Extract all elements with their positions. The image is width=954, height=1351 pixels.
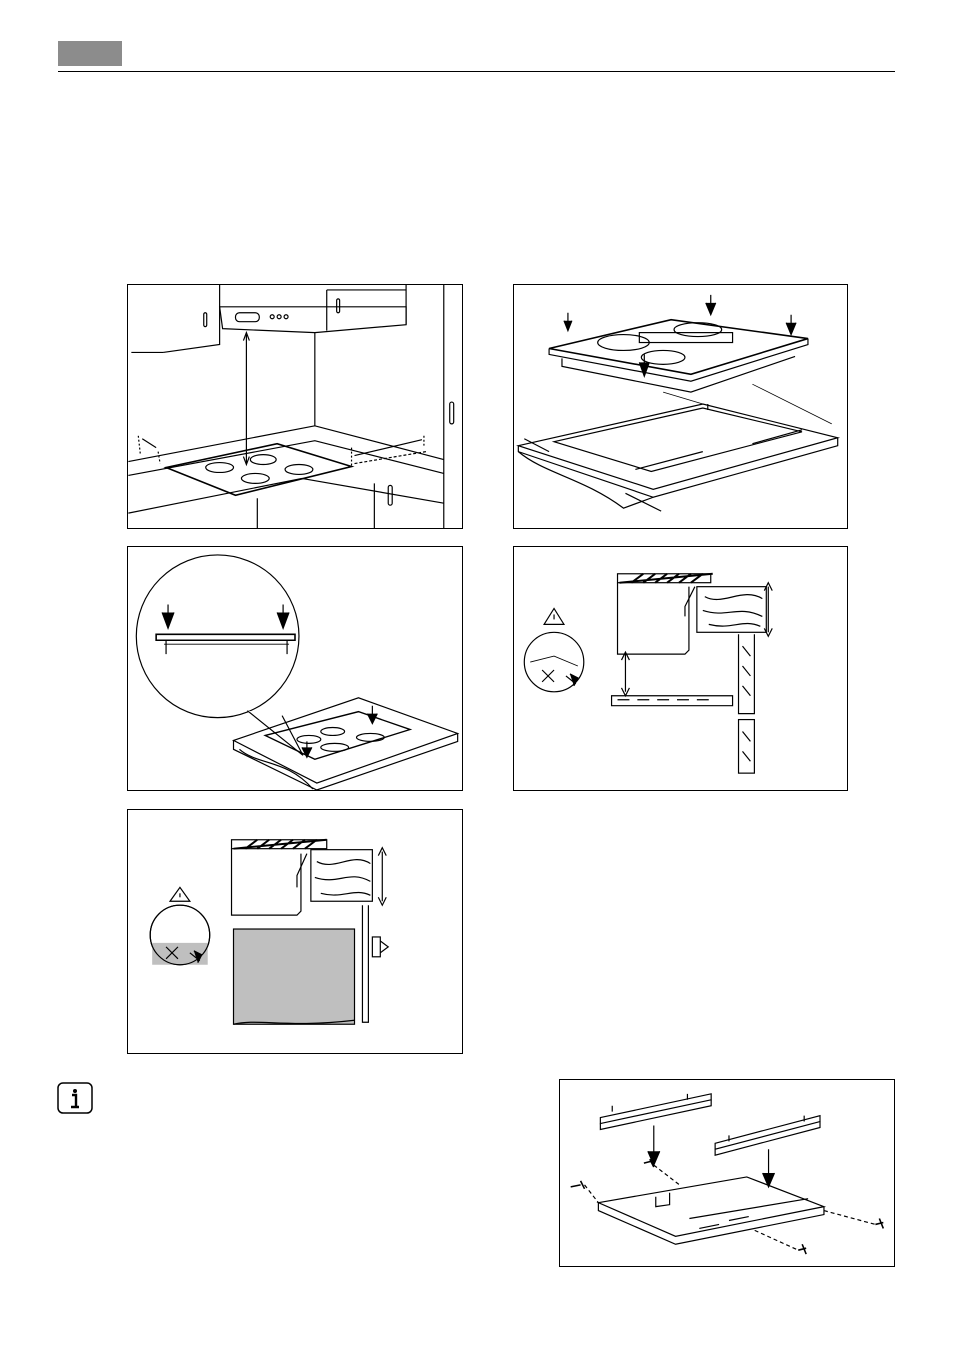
header-rule [58, 71, 895, 72]
kitchen-clearance-figure [127, 284, 463, 529]
bracket-assembly-figure [559, 1079, 895, 1267]
info-icon [57, 1082, 93, 1114]
seal-detail-figure [127, 546, 463, 791]
section-tab [58, 41, 122, 66]
cabinet-section-figure [513, 546, 848, 791]
oven-below-section-figure [127, 809, 463, 1054]
hob-cutout-dimensions-figure [513, 284, 848, 529]
